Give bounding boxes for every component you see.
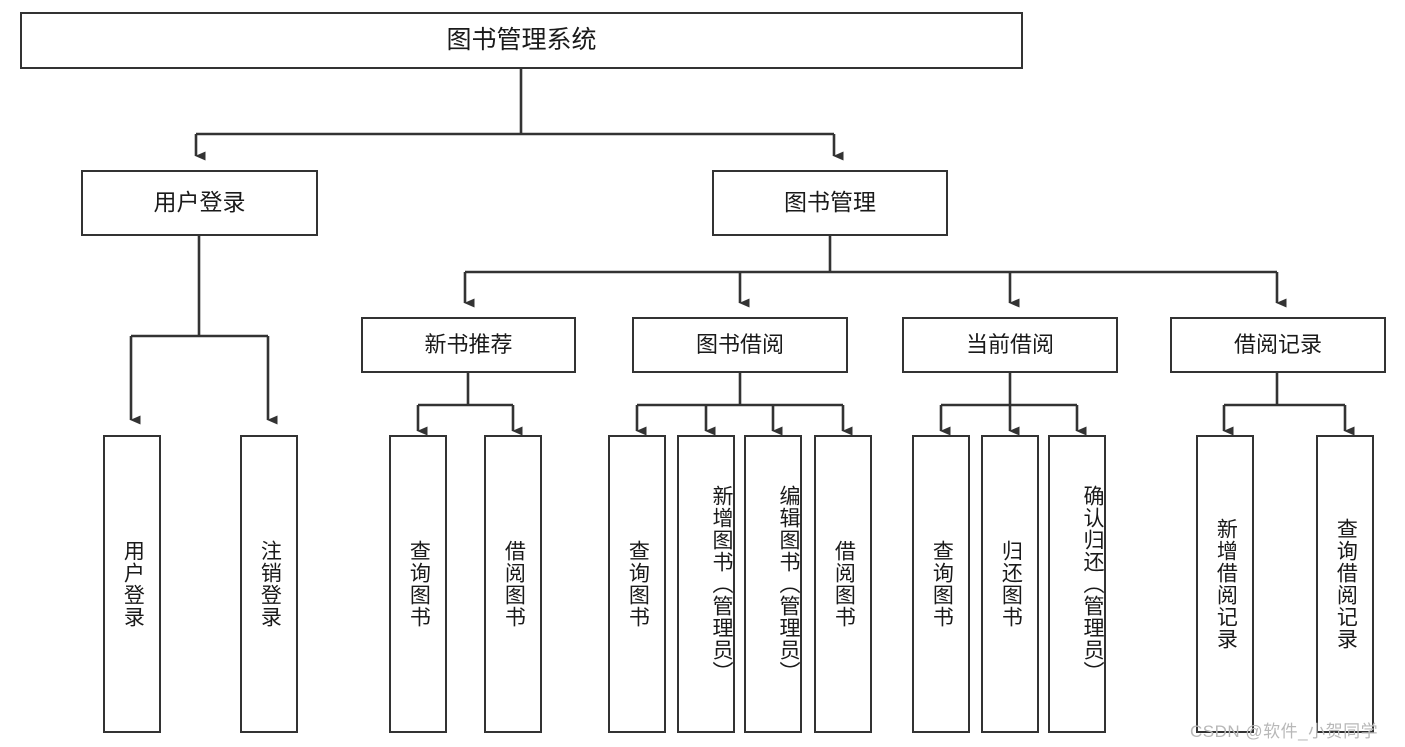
csdn-watermark: CSDN @软件_小贺同学 <box>1190 722 1379 741</box>
leaf-label: 编辑图书（管理员） <box>777 485 800 683</box>
leaf-label: 新增借阅记录 <box>1214 518 1238 650</box>
leaf-label: 新增图书（管理员） <box>710 485 733 683</box>
leaf-query-book-current[interactable]: 查询图书 <box>912 435 970 733</box>
leaf-add-borrow-record[interactable]: 新增借阅记录 <box>1196 435 1254 733</box>
leaf-query-book-borrow[interactable]: 查询图书 <box>608 435 666 733</box>
leaf-borrow-book[interactable]: 借阅图书 <box>814 435 872 733</box>
leaf-borrow-book-recommend[interactable]: 借阅图书 <box>484 435 542 733</box>
node-borrow-record[interactable]: 借阅记录 <box>1170 317 1386 373</box>
leaf-label: 借阅图书 <box>832 540 856 628</box>
leaf-label: 查询图书 <box>407 540 431 628</box>
leaf-logout-login[interactable]: 注销登录 <box>240 435 298 733</box>
node-current-borrow[interactable]: 当前借阅 <box>902 317 1118 373</box>
leaf-label: 归还图书 <box>999 540 1023 628</box>
leaf-label: 查询图书 <box>626 540 650 628</box>
node-book-borrow[interactable]: 图书借阅 <box>632 317 848 373</box>
leaf-return-book[interactable]: 归还图书 <box>981 435 1039 733</box>
node-root-system[interactable]: 图书管理系统 <box>20 12 1023 69</box>
leaf-query-book-recommend[interactable]: 查询图书 <box>389 435 447 733</box>
leaf-label: 注销登录 <box>258 540 282 628</box>
leaf-label: 借阅图书 <box>502 540 526 628</box>
leaf-query-borrow-record[interactable]: 查询借阅记录 <box>1316 435 1374 733</box>
leaf-label: 查询借阅记录 <box>1334 518 1358 650</box>
node-book-manage[interactable]: 图书管理 <box>712 170 948 236</box>
leaf-edit-book[interactable]: 编辑图书（管理员） <box>744 435 802 733</box>
leaf-label: 用户登录 <box>121 540 145 628</box>
leaf-add-book[interactable]: 新增图书（管理员） <box>677 435 735 733</box>
leaf-label: 确认归还（管理员） <box>1081 485 1104 683</box>
leaf-user-login[interactable]: 用户登录 <box>103 435 161 733</box>
node-user-login[interactable]: 用户登录 <box>81 170 318 236</box>
node-new-book-recommend[interactable]: 新书推荐 <box>361 317 576 373</box>
leaf-confirm-return[interactable]: 确认归还（管理员） <box>1048 435 1106 733</box>
leaf-label: 查询图书 <box>930 540 954 628</box>
